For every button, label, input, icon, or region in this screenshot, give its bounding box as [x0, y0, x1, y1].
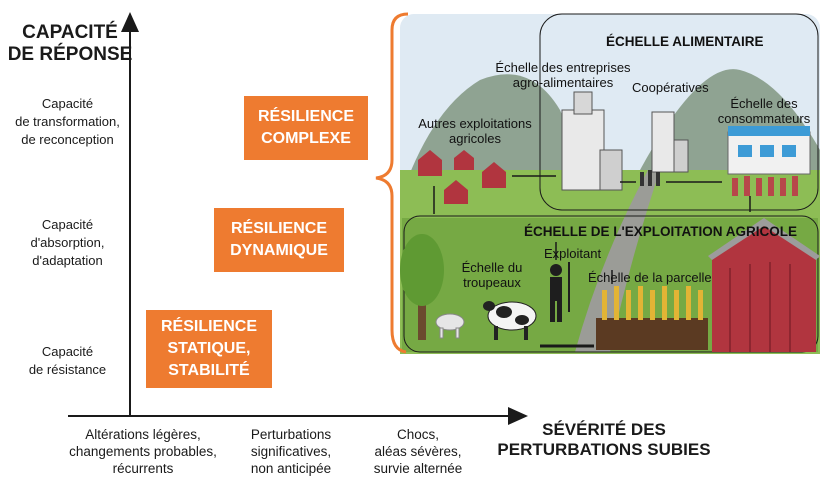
cooperatives-label: Coopératives	[632, 80, 709, 95]
x-axis-title: SÉVÉRITÉ DES PERTURBATIONS SUBIES	[490, 420, 718, 460]
farmer	[550, 262, 570, 322]
box-label: RÉSILIENCE	[230, 220, 327, 237]
goat	[435, 313, 465, 339]
x-axis-title-line2: PERTURBATIONS SUBIES	[497, 440, 711, 459]
coop-people	[640, 170, 660, 186]
agrifood-scale-label: Échelle des entreprises agro-alimentaire…	[488, 60, 638, 90]
consumers-scale-label: Échelle des consommateurs	[712, 96, 816, 126]
scene-label-line: Échelle des	[730, 96, 798, 111]
y-level-resistance: Capacité de résistance	[10, 343, 125, 379]
x-level-label: récurrents	[112, 461, 174, 476]
box-label: DYNAMIQUE	[230, 242, 328, 259]
box-label: STATIQUE,	[167, 340, 251, 357]
box-resilience-dynamique: RÉSILIENCE DYNAMIQUE	[214, 208, 344, 272]
cow	[483, 301, 537, 340]
box-label: RÉSILIENCE	[257, 108, 354, 125]
food-scale-frame	[539, 13, 819, 211]
y-level-label: d'absorption,	[30, 235, 105, 250]
x-level-label: aléas sévères,	[374, 444, 462, 459]
x-axis-arrowhead	[508, 407, 528, 425]
y-level-transformation: Capacité de transformation, de reconcept…	[10, 95, 125, 149]
y-axis-title-line1: CAPACITÉ	[22, 22, 118, 43]
x-level-label: changements probables,	[69, 444, 217, 459]
other-farms	[418, 150, 506, 204]
complex-brace	[375, 12, 409, 354]
consumer-store	[727, 126, 811, 175]
y-level-absorption: Capacité d'absorption, d'adaptation	[10, 216, 125, 270]
barn	[708, 218, 820, 352]
y-level-label: de transformation,	[15, 114, 120, 129]
y-level-label: Capacité	[41, 344, 94, 359]
cooperative-silo	[651, 111, 689, 173]
box-label: RÉSILIENCE	[160, 318, 257, 335]
agrifood-silo	[561, 91, 623, 191]
y-level-label: Capacité	[41, 96, 94, 111]
y-level-label: de résistance	[28, 362, 107, 377]
y-level-label: de reconception	[21, 132, 114, 147]
food-scale-title: ÉCHELLE ALIMENTAIRE	[606, 34, 764, 49]
box-resilience-statique: RÉSILIENCE STATIQUE, STABILITÉ	[146, 310, 272, 388]
tree	[400, 234, 444, 340]
x-level-label: survie alternée	[373, 461, 463, 476]
y-level-label: Capacité	[41, 217, 94, 232]
scene-label-line: agricoles	[448, 131, 502, 146]
consumers-crowd	[732, 176, 798, 196]
x-level-significant: Perturbations significatives, non antici…	[232, 426, 350, 477]
herd-scale-label: Échelle du troupeaux	[452, 260, 532, 290]
box-label: STABILITÉ	[168, 362, 250, 379]
y-level-label: d'adaptation	[32, 253, 103, 268]
y-axis-title: CAPACITÉ DE RÉPONSE	[6, 22, 134, 66]
scene-label-line: agro-alimentaires	[512, 75, 614, 90]
mountain-left	[400, 74, 600, 200]
box-label: COMPLEXE	[261, 130, 351, 147]
x-level-shocks: Chocs, aléas sévères, survie alternée	[356, 426, 480, 477]
x-axis-title-line1: SÉVÉRITÉ DES	[542, 420, 666, 439]
y-axis-title-line2: DE RÉPONSE	[7, 44, 133, 65]
box-resilience-complexe: RÉSILIENCE COMPLEXE	[244, 96, 368, 160]
x-level-label: Altérations légères,	[85, 427, 201, 442]
y-axis-arrowhead	[121, 12, 139, 32]
x-level-label: significatives,	[250, 444, 332, 459]
scene-arrows	[433, 175, 751, 348]
other-farms-label: Autres exploitations agricoles	[408, 116, 542, 146]
farm-scale-title: ÉCHELLE DE L'EXPLOITATION AGRICOLE	[524, 224, 797, 239]
scene-label-line: consommateurs	[717, 111, 811, 126]
x-level-label: Chocs,	[396, 427, 440, 442]
plot-scale-label: Échelle de la parcelle	[588, 270, 712, 285]
scene-label-line: Échelle des entreprises	[495, 60, 631, 75]
farmer-label: Exploitant	[544, 246, 602, 261]
x-level-label: Perturbations	[250, 427, 332, 442]
x-level-label: non anticipée	[250, 461, 332, 476]
scene-label-line: Autres exploitations	[418, 116, 532, 131]
scene-label-line: troupeaux	[463, 275, 521, 290]
crop-field	[596, 286, 708, 350]
x-level-light: Altérations légères, changements probabl…	[58, 426, 228, 477]
scene-label-line: Échelle du	[461, 260, 523, 275]
